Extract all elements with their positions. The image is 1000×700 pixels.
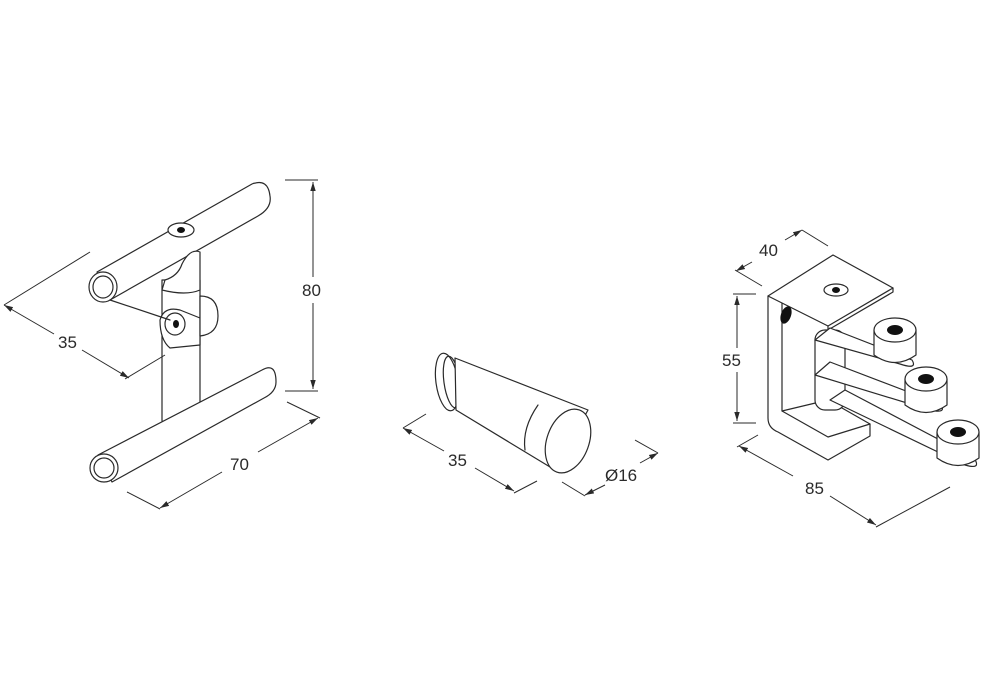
part-3-triple-roller-bracket xyxy=(767,254,980,468)
part-3-dimension-lines xyxy=(733,229,951,528)
dim-label-knob-diameter: Ø16 xyxy=(605,466,638,485)
roller-3 xyxy=(936,419,980,467)
dim-label-height: 80 xyxy=(302,281,321,300)
roller-2 xyxy=(904,366,948,414)
dim-label-knob-length: 35 xyxy=(448,451,467,470)
dim-label-bracket-length: 85 xyxy=(805,479,824,498)
dim-label-top-width: 40 xyxy=(759,241,778,260)
part-2-conical-knob xyxy=(434,352,592,474)
roller-1 xyxy=(873,317,917,364)
part-2-dimension-lines xyxy=(402,413,659,497)
dim-label-depth: 35 xyxy=(58,333,77,352)
dim-label-width: 70 xyxy=(230,455,249,474)
part-1-double-arm-bracket xyxy=(88,181,277,483)
part-1-dimension-lines xyxy=(3,179,321,510)
dim-label-bracket-height: 55 xyxy=(722,351,741,370)
